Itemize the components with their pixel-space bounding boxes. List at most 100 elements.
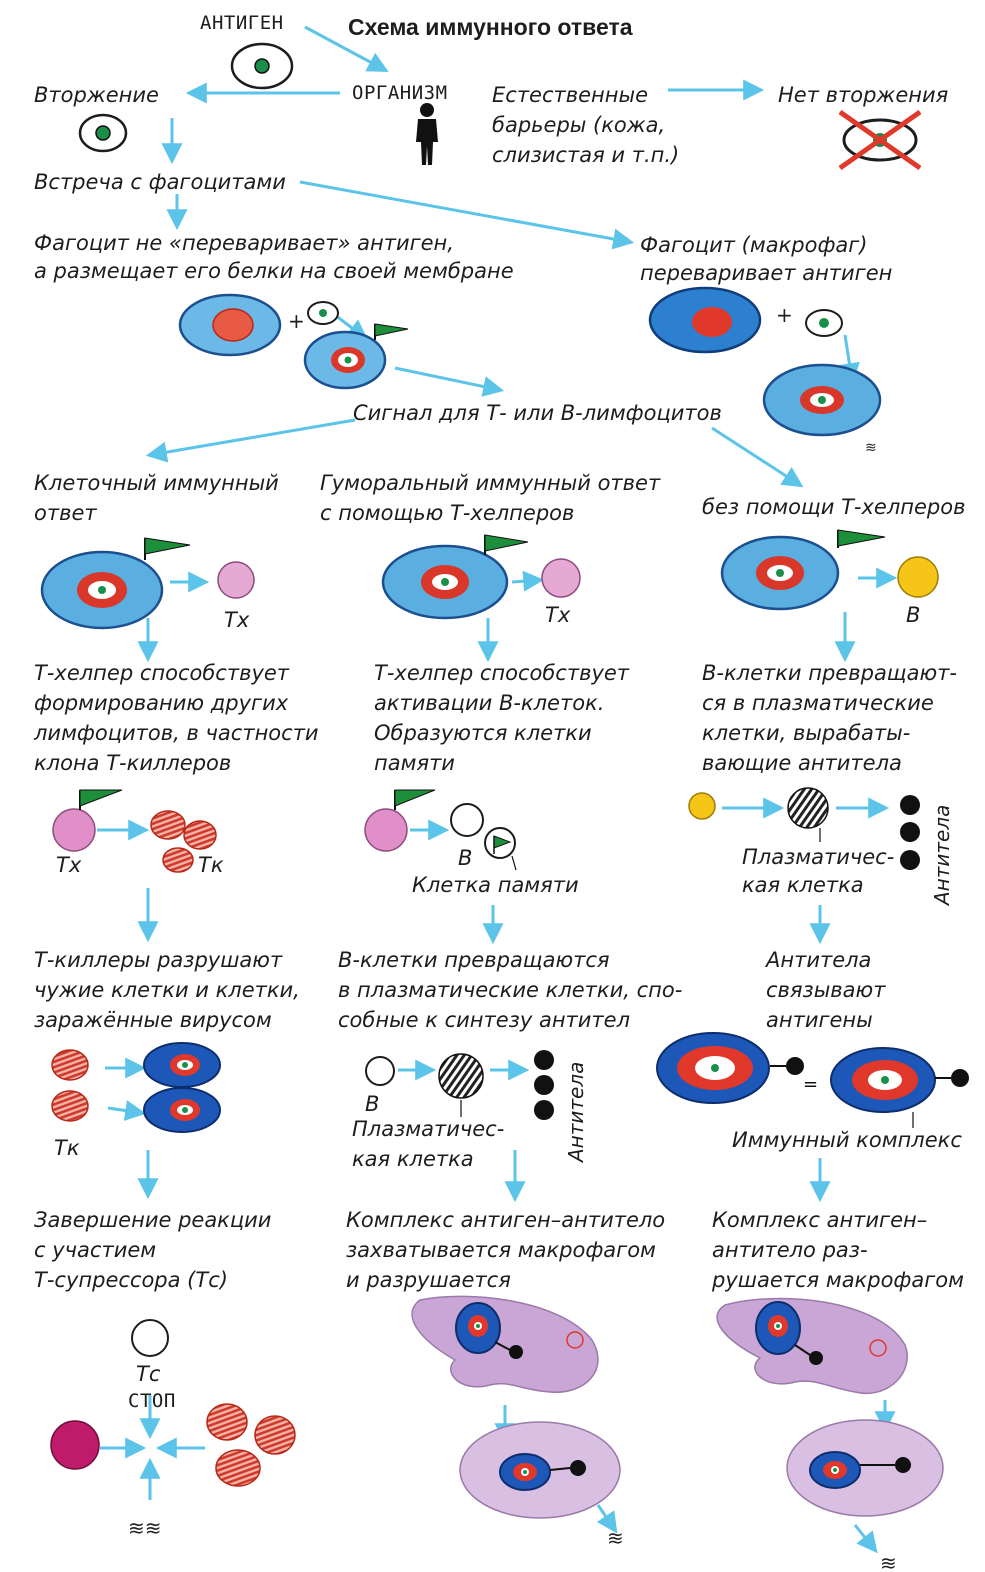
col3-text3-line-1: Комплекс антиген– [712,1208,928,1232]
t-helper-with-flag [52,789,123,852]
col1-text2-line-3: заражённые вирусом [34,1008,272,1032]
antibodies-label: Антитела [930,804,954,905]
macrophage-engulfing [411,1295,599,1393]
col3-text3-line-2: антитело раз- [712,1238,868,1262]
col3-text3-line-3: рушается макрофагом [712,1268,964,1292]
t-helper-cell [541,558,581,598]
diagram-title: Схема иммунного ответа [348,14,633,40]
col1-text1-line-2: формированию других [34,691,289,715]
col3-heading: без помощи Т-хелперов [702,495,966,519]
b-label: В [906,603,921,627]
macrophage-engulfing [716,1297,908,1395]
antigen-presenting-cell [303,323,409,390]
apc-cell-col3 [720,529,886,611]
digested-squiggle-icon: ≋ [880,1551,897,1572]
no-invasion-label: Нет вторжения [778,83,949,107]
digested-squiggle-icon: ≋≋ [128,1516,162,1540]
col2-text3-line-3: и разрушается [346,1268,511,1292]
col3-text1-line-1: В-клетки превращают- [702,661,957,685]
memory-cell [484,827,517,871]
col2-text1-line-1: Т-хелпер способствует [374,661,630,685]
macrophage-with-antigen [762,363,882,437]
col3-text2-line-1: Антитела [766,948,872,972]
th-label: Тх [545,603,571,627]
col2-heading-line-2: с помощью Т-хелперов [320,501,575,525]
b-label: В [365,1092,380,1116]
col3-text1-line-4: вающие антитела [702,751,902,775]
col1-heading-line-2: ответ [34,501,97,525]
human-figure-icon [416,103,438,165]
t-suppressor-cell [131,1319,169,1357]
tk-label: Тк [198,853,224,877]
barriers-line-3: слизистая и т.п.) [492,143,680,167]
th-label: Тх [56,853,82,877]
plasma-cell [438,1053,484,1117]
plasma-cell-label-line-1: Плазматичес- [352,1117,505,1141]
antibody-dots [534,1050,554,1120]
antibody-dots [900,795,920,870]
digested-squiggle-icon: ≋ [607,1526,624,1550]
t-killer-cells [150,810,217,873]
equals-sign: = [803,1074,818,1095]
t-killer-cells [51,1049,89,1122]
organism-label: ОРГАНИЗМ [352,82,448,104]
antigen-label: АНТИГЕН [200,12,284,34]
col2-text1-line-3: Образуются клетки [374,721,592,745]
col2-text3-line-2: захватывается макрофагом [346,1238,656,1262]
infected-cells [143,1042,221,1133]
b-cell-white [450,803,484,837]
small-antigen [307,301,339,325]
macrophage-digesting [786,1419,944,1517]
antigen-antibody-complex [656,1032,804,1104]
col2-text1-line-2: активации В-клеток. [374,691,605,715]
plasma-cell-label-line-2: кая клетка [352,1147,474,1171]
col3-text1-line-2: ся в плазматические [702,691,934,715]
col1-text3-line-1: Завершение реакции [34,1208,272,1232]
col1-text2-line-1: Т-киллеры разрушают [34,948,283,972]
col3-text1-line-3: клетки, вырабаты- [702,721,911,745]
barriers-line-2: барьеры (кожа, [492,113,666,137]
t-killer-cells [206,1403,296,1487]
plus-sign: + [776,303,793,327]
plasma-cell [787,787,829,842]
tc-label: Тс [136,1362,161,1386]
stop-label: СТОП [128,1390,176,1412]
phagocyte-presents-line-1: Фагоцит не «переваривает» антиген, [34,231,454,255]
macrophage-cell [648,286,762,354]
col2-text2-line-2: в плазматические клетки, спо- [338,978,683,1002]
plus-sign: + [288,309,305,333]
macrophage-digesting [459,1421,621,1519]
phagocyte-digests-line-2: переваривает антиген [640,261,893,285]
b-cell-white [365,1056,395,1086]
col1-heading-line-1: Клеточный иммунный [34,471,279,495]
invading-antigen [78,113,128,153]
immune-complex-label: Иммунный комплекс [732,1128,962,1152]
flow-arrows [97,25,898,1554]
small-antigen [805,309,843,337]
invasion-label: Вторжение [34,83,159,107]
col1-text1-line-1: Т-хелпер способствует [34,661,290,685]
antibodies-label: Антитела [564,1061,588,1162]
col1-text3-line-3: Т-супрессора (Тс) [34,1268,228,1292]
tk-label: Тк [54,1136,80,1160]
barriers-line-1: Естественные [492,83,649,107]
meet-phagocytes-label: Встреча с фагоцитами [34,170,286,194]
col3-text2-line-2: связывают [766,978,886,1002]
b-label: В [458,846,473,870]
b-cell [897,556,939,598]
col2-text2-line-1: В-клетки превращаются [338,948,610,972]
digested-squiggle-icon: ≋ [865,440,877,456]
plasma-cell-label-line-2: кая клетка [742,873,864,897]
col1-text1-line-4: клона Т-киллеров [34,751,232,775]
t-helper-cell [217,561,255,599]
col1-text3-line-2: с участием [34,1238,157,1262]
phagocyte-presents-line-2: а размещает его белки на своей мембране [34,259,514,283]
col2-text2-line-3: собные к синтезу антител [338,1008,631,1032]
antigen-cell [230,42,294,90]
t-helper-with-flag [364,789,436,852]
col1-text1-line-3: лимфоцитов, в частности [34,721,319,745]
apc-cell-col1 [40,537,191,630]
col3-text2-line-3: антигены [766,1008,873,1032]
